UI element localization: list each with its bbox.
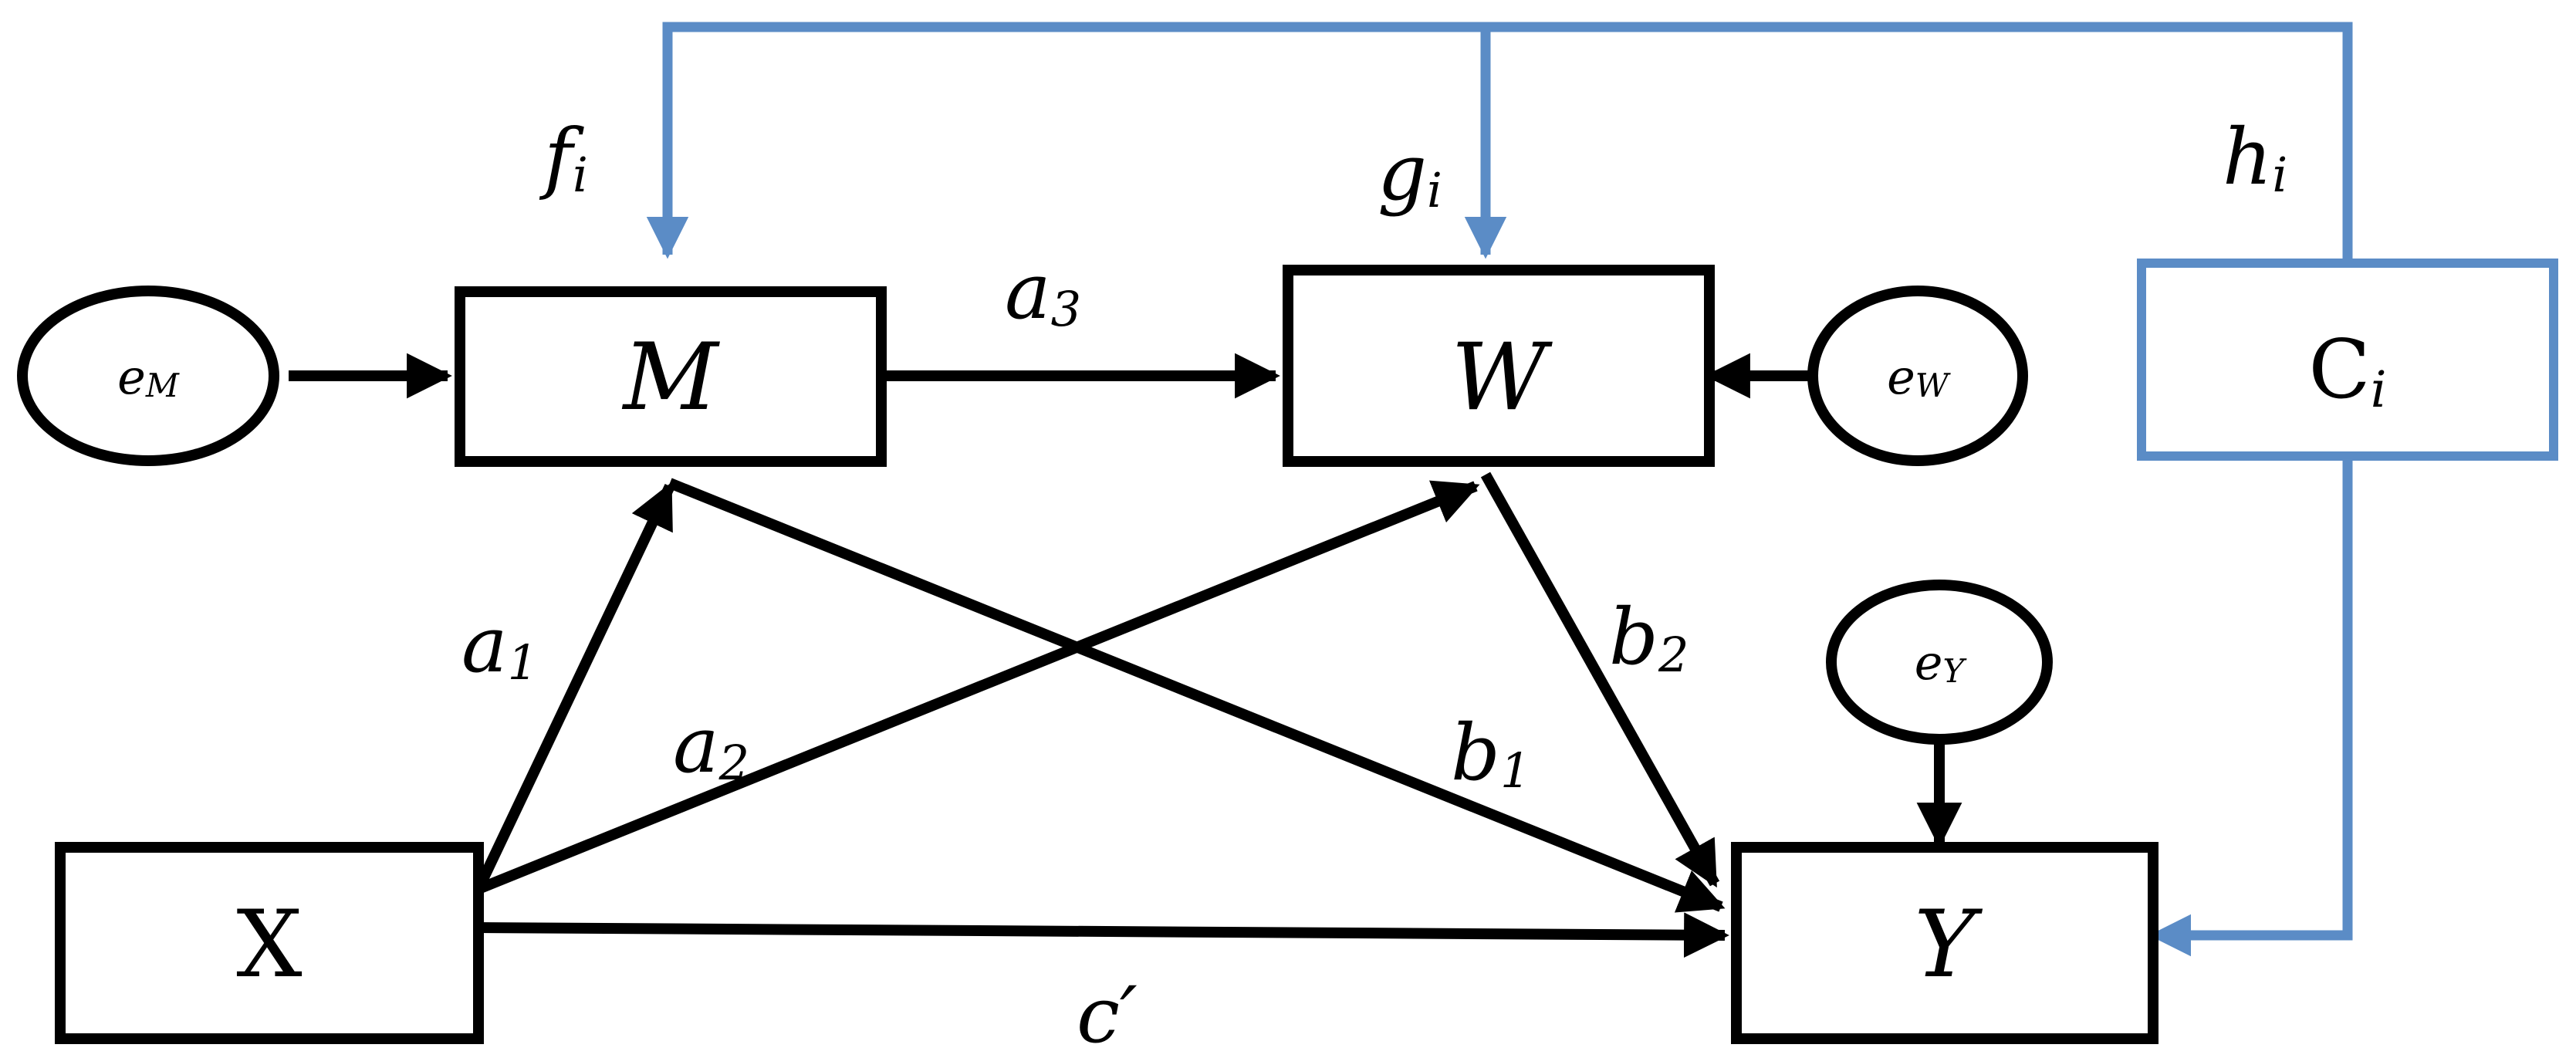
- node-label-w: W: [1451, 324, 1553, 431]
- arrow-m-to-y: [668, 478, 1726, 913]
- box-c: [2137, 259, 2558, 461]
- path-label-b1: b1: [1451, 708, 1530, 799]
- box-x: [55, 842, 484, 1044]
- control-connector: [646, 22, 2353, 957]
- node-label-y: Y: [1914, 891, 1983, 999]
- arrow-x-to-y: [478, 912, 1729, 958]
- box-y: [1731, 842, 2158, 1044]
- error-ellipse-em: [17, 286, 279, 466]
- node-label-c: Ci: [2308, 323, 2386, 419]
- arrow-x-to-w: [476, 480, 1480, 894]
- error-label-ew: eW: [1887, 349, 1952, 405]
- path-label-f: fi: [539, 112, 588, 203]
- box-w: [1283, 265, 1715, 467]
- arrow-x-to-m: [473, 482, 675, 892]
- error-label-em: eM: [117, 349, 180, 405]
- control-arrow-to-y: [2148, 460, 2353, 957]
- path-arrows: [289, 353, 1962, 958]
- error-ellipse-ey: [1826, 580, 2053, 745]
- path-label-h: hi: [2223, 112, 2287, 203]
- arrow-w-to-y: [1480, 472, 1720, 888]
- control-top-bracket: [646, 22, 2353, 259]
- error-label-ey: eY: [1915, 634, 1968, 691]
- path-label-c-prime: c′: [1077, 970, 1138, 1058]
- path-label-b2: b2: [1609, 592, 1689, 683]
- box-m: [455, 286, 887, 467]
- path-label-a3: a3: [1005, 246, 1081, 337]
- variable-boxes: [55, 259, 2558, 1044]
- node-label-x: X: [236, 891, 302, 999]
- path-label-g: gi: [1378, 127, 1442, 218]
- node-label-m: M: [622, 324, 721, 431]
- path-label-a2: a2: [673, 700, 749, 791]
- error-terms: [17, 286, 2053, 745]
- path-label-a1: a1: [461, 600, 538, 691]
- error-ellipse-ew: [1807, 286, 2028, 466]
